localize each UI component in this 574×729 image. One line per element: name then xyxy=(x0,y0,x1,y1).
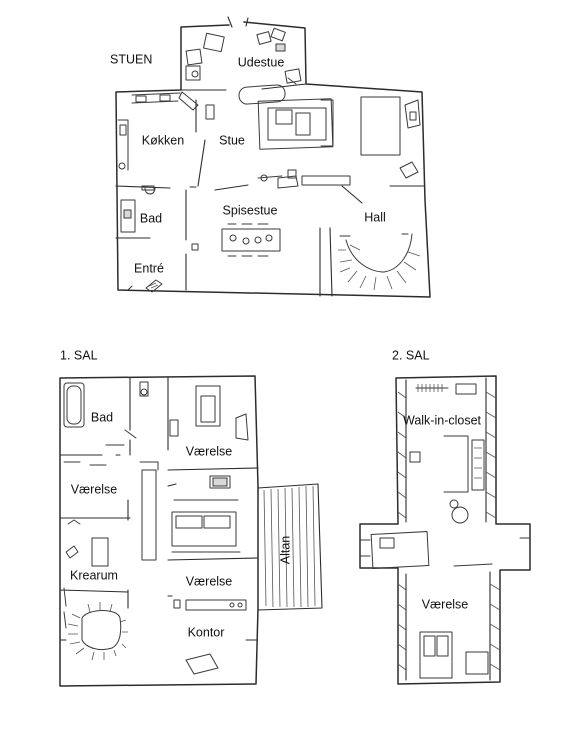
room-label-udestue: Udestue xyxy=(238,55,285,69)
second-floor-labels: Walk-in-closet Værelse xyxy=(403,413,482,611)
first-floor: 1. SAL xyxy=(59,348,323,687)
room-label-kokken: Køkken xyxy=(142,133,184,147)
room-label-vaerelse-top: Værelse xyxy=(186,444,233,458)
room-label-walk-in-closet: Walk-in-closet xyxy=(403,413,482,427)
first-floor-furniture xyxy=(63,381,249,675)
room-label-spisestue: Spisestue xyxy=(223,203,278,217)
second-floor-walls xyxy=(359,375,531,685)
room-label-stue: Stue xyxy=(219,133,245,147)
room-label-altan: Altan xyxy=(278,536,292,565)
room-label-hall: Hall xyxy=(364,210,386,224)
first-floor-heading: 1. SAL xyxy=(60,348,98,362)
ground-floor-walls xyxy=(115,16,431,298)
second-floor-heading: 2. SAL xyxy=(392,348,430,362)
room-label-kontor: Kontor xyxy=(188,625,225,639)
ground-floor-furniture xyxy=(117,27,421,293)
ground-floor-labels: Udestue Køkken Stue Bad Spisestue Hall E… xyxy=(134,55,386,275)
room-label-vaerelse-second: Værelse xyxy=(422,597,469,611)
room-label-vaerelse-mid: Værelse xyxy=(186,574,233,588)
second-floor: 2. SAL xyxy=(359,348,531,685)
first-floor-walls xyxy=(59,375,323,687)
room-label-bad-ground: Bad xyxy=(140,211,162,225)
room-label-entre: Entré xyxy=(134,261,164,275)
room-label-krearum: Krearum xyxy=(70,568,118,582)
room-label-vaerelse-left: Værelse xyxy=(71,482,118,496)
ground-floor: STUEN xyxy=(110,16,431,298)
first-floor-labels: Bad Værelse Værelse Krearum Værelse Alta… xyxy=(70,410,292,639)
second-floor-furniture xyxy=(359,383,531,679)
room-label-bad-first: Bad xyxy=(91,410,113,424)
ground-floor-heading: STUEN xyxy=(110,52,152,66)
